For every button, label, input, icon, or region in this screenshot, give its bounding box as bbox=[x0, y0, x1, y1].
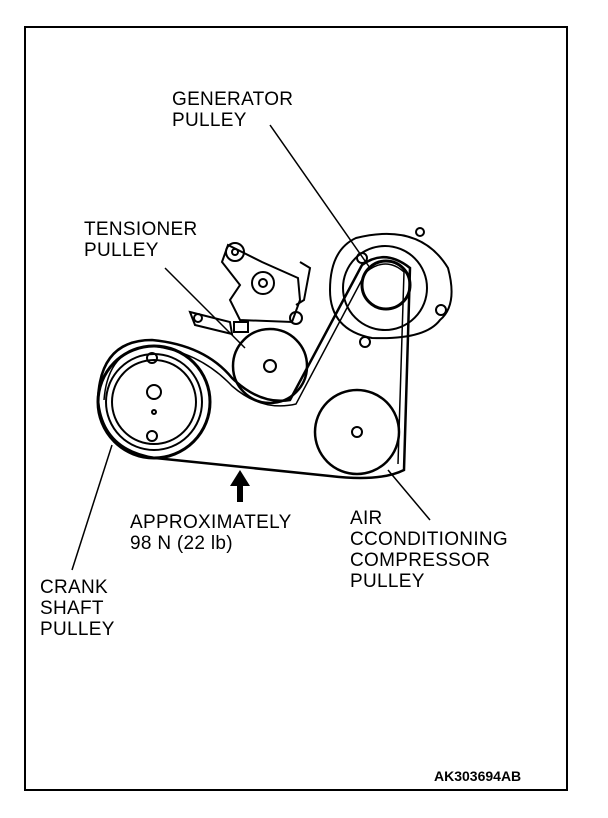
aircon-compressor-label: AIR CCONDITIONING COMPRESSOR PULLEY bbox=[350, 508, 509, 592]
tensioner-pulley bbox=[231, 327, 309, 405]
crank-shaft-pulley-label: CRANK SHAFT PULLEY bbox=[40, 577, 115, 640]
deflection-arrow bbox=[230, 470, 250, 502]
tensioner-bracket bbox=[188, 242, 312, 336]
tensioner-hub bbox=[263, 359, 277, 373]
generator-leader bbox=[269, 124, 371, 269]
drive-belt bbox=[96, 256, 412, 480]
tensioner-leader bbox=[164, 267, 246, 349]
generator-pulley-label: GENERATOR PULLEY bbox=[172, 89, 294, 131]
crank-leader bbox=[71, 444, 113, 571]
generator-housing bbox=[328, 227, 453, 348]
ac-compressor-hub bbox=[351, 426, 363, 438]
aircon-leader bbox=[387, 469, 431, 521]
figure-code: AK303694AB bbox=[434, 768, 522, 784]
diagram-frame bbox=[24, 26, 568, 791]
tensioner-pulley-label: TENSIONER PULLEY bbox=[84, 219, 198, 261]
approximately-label: APPROXIMATELY 98 N (22 lb) bbox=[130, 512, 292, 554]
ac-compressor-pulley bbox=[313, 388, 401, 476]
